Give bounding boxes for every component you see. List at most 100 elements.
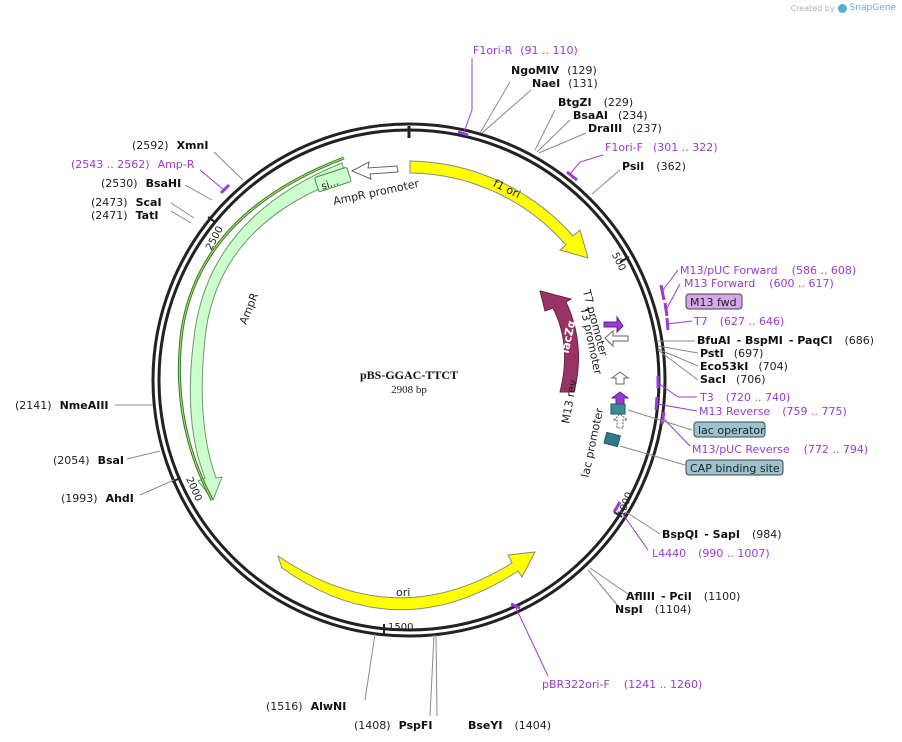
site-pspfi: (1408)PspFI — [354, 719, 432, 732]
site-nspi: NspI(1104) — [615, 603, 691, 616]
tick-500 — [619, 256, 630, 263]
leader-f1ori-r — [463, 58, 473, 133]
leader-amp-r — [199, 169, 225, 191]
tick-2000 — [171, 477, 181, 483]
leader-psii — [591, 169, 621, 195]
primer-l4440: L4440(990 .. 1007) — [652, 547, 770, 560]
plasmid-name: pBS-GGAC-TTCT — [360, 368, 458, 382]
primer-t7: T7(627 .. 646) — [693, 315, 784, 328]
site-ngomiv: NgoMIV(129) — [511, 64, 597, 77]
leader-tati — [170, 210, 192, 224]
tick-1000 — [613, 511, 623, 518]
site-btgzi: BtgZI(229) — [558, 96, 633, 109]
t3-primer-arrow — [610, 391, 630, 405]
cap-site-box-label-bg — [685, 459, 784, 476]
f1ori-r-mark — [457, 130, 469, 137]
site-xmni: (2592)XmnI — [132, 139, 208, 152]
ori-label: ori — [396, 586, 410, 599]
leaders — [115, 58, 699, 717]
site-bsaai: BsaAI(234) — [573, 109, 648, 122]
leader-bspqi — [625, 511, 661, 535]
leader-naei — [481, 89, 532, 134]
site-psii: PsiI(362) — [622, 160, 686, 173]
site-scai: (2473)ScaI — [91, 196, 162, 209]
ruler-label-1500: 1500 — [388, 622, 413, 633]
feature-lacza: lacZα — [539, 290, 579, 393]
primer-amp-r: (2543 .. 2562)Amp-R — [71, 158, 195, 171]
feature-ampr: AmpR — [177, 156, 347, 501]
ampr-signal-label: si... — [320, 177, 340, 193]
leader-draiii — [538, 132, 587, 154]
backbone-outer — [151, 122, 667, 638]
lac-operator-box — [693, 421, 766, 438]
leader-alwni — [364, 633, 376, 701]
lac-operator-box-a — [610, 403, 626, 415]
leader-pbr322ori-f — [515, 607, 549, 677]
f1-ori-arrow — [409, 160, 589, 259]
site-saci: SacI(706) — [700, 373, 766, 386]
leader-m13-fwd — [665, 283, 681, 311]
leader-ngomiv — [479, 81, 511, 134]
site-bspqi: BspQI- SapI(984) — [662, 528, 782, 541]
cap-site-box — [603, 431, 621, 448]
site-draiii: DraIII(237) — [588, 122, 662, 135]
lac-small-arrow — [610, 371, 630, 385]
credit-brand: SnapGene — [849, 3, 896, 13]
ampr-promoter-arrow — [350, 161, 399, 180]
leader-bsai — [126, 450, 161, 460]
f1ori-f-mark — [566, 170, 578, 182]
m13-fwd-box-label: M13 fwd — [690, 296, 737, 309]
primer-t3: T3(720 .. 740) — [699, 391, 790, 404]
site-labels: F1ori-R(91 .. 110) NgoMIV(129) NaeI(131)… — [15, 44, 874, 732]
leader-saci — [657, 349, 699, 381]
ampr-signal-box — [314, 167, 352, 192]
m13-rev-mark — [654, 396, 659, 411]
site-bsai: (2054)BsaI — [53, 454, 124, 467]
leader-psti — [657, 345, 699, 354]
amp-r-mark — [219, 183, 231, 195]
feature-ori: ori — [277, 551, 536, 611]
site-ahdi: (1993)AhdI — [61, 492, 134, 505]
leader-pspfi — [429, 634, 435, 717]
primer-m13-rev: M13 Reverse(759 .. 775) — [699, 405, 847, 418]
leader-bseyi — [435, 634, 438, 717]
primer-m13puc-fwd: M13/pUC Forward(586 .. 608) — [680, 264, 856, 277]
leader-f1ori-f — [569, 154, 604, 175]
leader-cap — [619, 445, 686, 466]
ampr-label: AmpR — [237, 291, 261, 327]
lac-promoter-label: lac promoter — [579, 407, 606, 479]
ruler: 500 1000 1500 2000 2500 — [171, 216, 635, 634]
pbr322ori-f-mark — [510, 602, 521, 610]
tick-2500 — [207, 216, 216, 223]
primer-pbr322ori-f: pBR322ori-F(1241 .. 1260) — [542, 678, 702, 691]
site-bseyi: BseYI(1404) — [468, 719, 551, 732]
credit-prefix: Created by — [790, 3, 835, 13]
site-alwni: (1516)AlwNI — [266, 700, 346, 713]
leader-bsaai — [536, 119, 571, 153]
site-naei: NaeI(131) — [532, 77, 598, 90]
ampr-arrow — [189, 162, 347, 501]
plasmid-length: 2908 bp — [391, 384, 427, 396]
lacza-arrow — [539, 290, 579, 393]
leader-m13puc-fwd — [662, 269, 679, 291]
primer-m13puc-rev: M13/pUC Reverse(772 .. 794) — [692, 443, 868, 456]
t7-promoter-arrow — [603, 315, 624, 334]
site-psti: PstI(697) — [700, 347, 763, 360]
leader-eco53ki — [657, 348, 699, 367]
leader-bsahi — [184, 184, 213, 201]
leader-t7 — [666, 320, 693, 325]
snapgene-logo-icon — [837, 3, 847, 13]
leader-btgzi — [534, 109, 556, 151]
t3-promoter-arrow — [604, 329, 629, 348]
primer-m13-fwd: M13 Forward(600 .. 617) — [684, 277, 834, 290]
leader-l4440 — [619, 509, 649, 551]
site-bfuai: BfuAI- BspMI- PaqCI(686) — [697, 334, 874, 347]
leader-m13-rev — [656, 403, 698, 412]
m13puc-fwd-mark — [659, 284, 666, 301]
m13-fwd-box — [685, 293, 743, 310]
ori-arrow — [277, 551, 536, 611]
lac-promoter-arrow — [612, 413, 629, 429]
site-nmeaiii: (2141)NmeAIII — [15, 399, 109, 412]
snapgene-credit: Created by SnapGene — [791, 3, 896, 13]
leader-scai — [170, 202, 195, 219]
